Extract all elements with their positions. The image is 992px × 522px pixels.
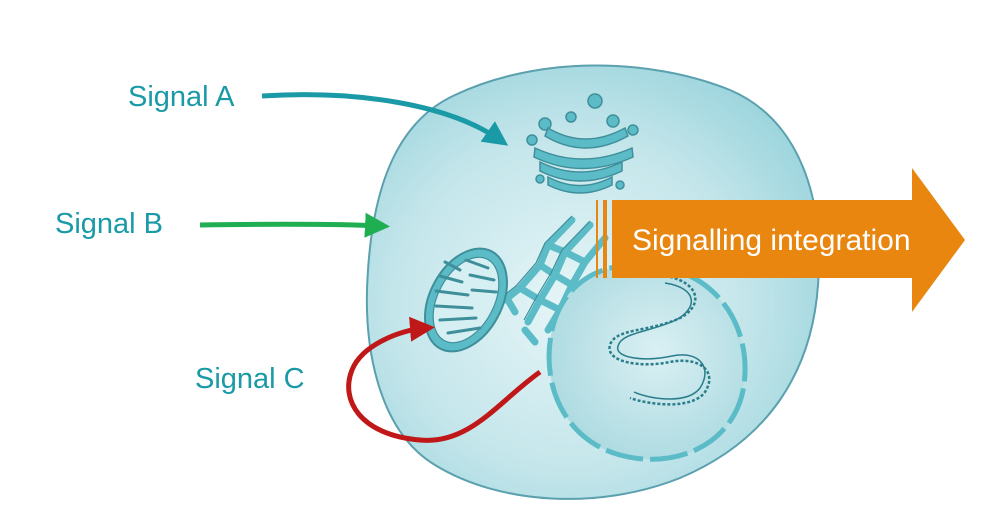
signal-a-label: Signal A <box>128 81 235 113</box>
dna-strand <box>608 273 711 406</box>
signal-c-label: Signal C <box>195 363 305 395</box>
golgi-apparatus <box>526 93 639 194</box>
signal-a-arrow <box>261 92 509 146</box>
nucleus <box>546 262 748 462</box>
signal-b-arrow <box>199 212 390 238</box>
signalling-integration-label: Signalling integration <box>632 224 911 257</box>
endoplasmic-reticulum <box>498 216 609 346</box>
signal-c-arrow <box>346 316 542 443</box>
signalling-integration-arrow <box>596 168 965 312</box>
signal-b-label: Signal B <box>55 208 163 240</box>
endoplasmic-reticulum-outline <box>501 215 591 321</box>
mitochondrion <box>424 247 508 353</box>
